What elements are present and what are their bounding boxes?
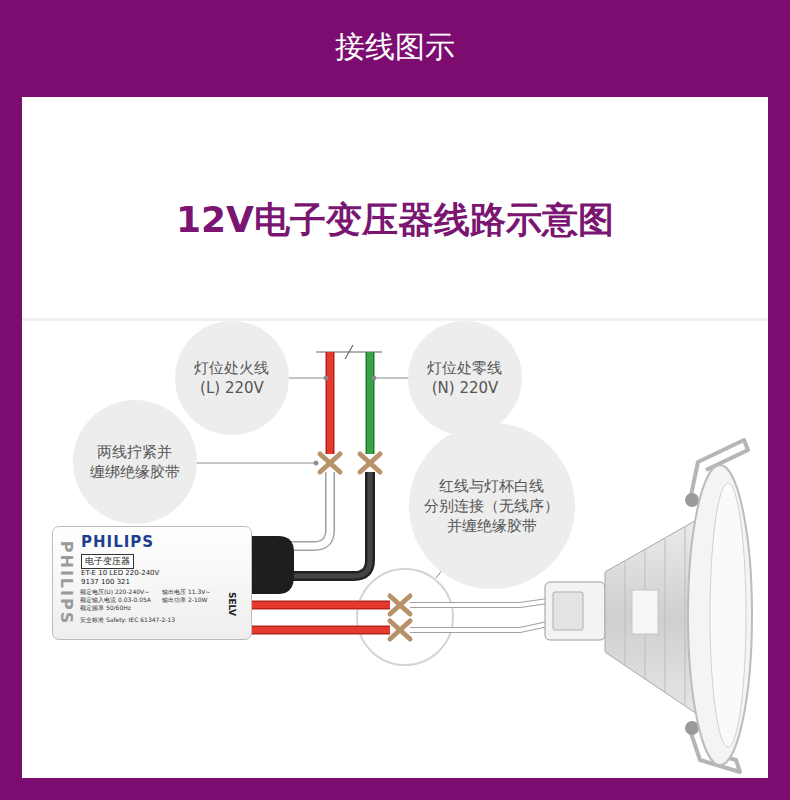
product-text: 9137 100 321 [81,578,130,586]
header-band: 接线图示 [0,0,790,95]
product-text: 电子变压器 [81,554,134,569]
spec-text: 额定电压(U) 220-240V~ [80,588,149,597]
diagram-title: 12V电子变压器线路示意图 [0,196,790,245]
callout-bubble: 红线与灯杯白线 分别连接（无线序） 并缠绝缘胶带 [409,423,576,590]
callout-text: 红线与灯杯白线 分别连接（无线序） 并缠绝缘胶带 [421,476,564,537]
header-text: 接线图示 [335,27,455,68]
spec-text: 输出电压 11.3V~ [162,588,210,597]
spec-text: 输出功率 2-10W [162,596,207,605]
spec-text: 安全标准 Safety: IEC 61347-2-13 [80,616,175,625]
callout-bubble: 两线拧紧并 缠绑绝缘胶带 [73,400,198,525]
product-text: PHILIPS [81,533,154,551]
product-text: ET-E 10 LED 220-240V [81,569,159,577]
callout-text: 灯位处火线 (L) 220V [185,358,278,399]
brand-watermark: PHILIPS [57,541,76,625]
callout-text: 灯位处零线 (N) 220V [418,358,511,399]
callout-bubble: 灯位处零线 (N) 220V [408,321,521,434]
spec-text: 额定输入电流 0.03-0.05A [80,596,151,605]
selv-mark: SELV [227,592,237,616]
callout-text: 两线拧紧并 缠绑绝缘胶带 [82,442,187,483]
callout-bubble: 灯位处火线 (L) 220V [175,321,288,434]
spec-text: 额定频率 50/60Hz [80,604,131,613]
